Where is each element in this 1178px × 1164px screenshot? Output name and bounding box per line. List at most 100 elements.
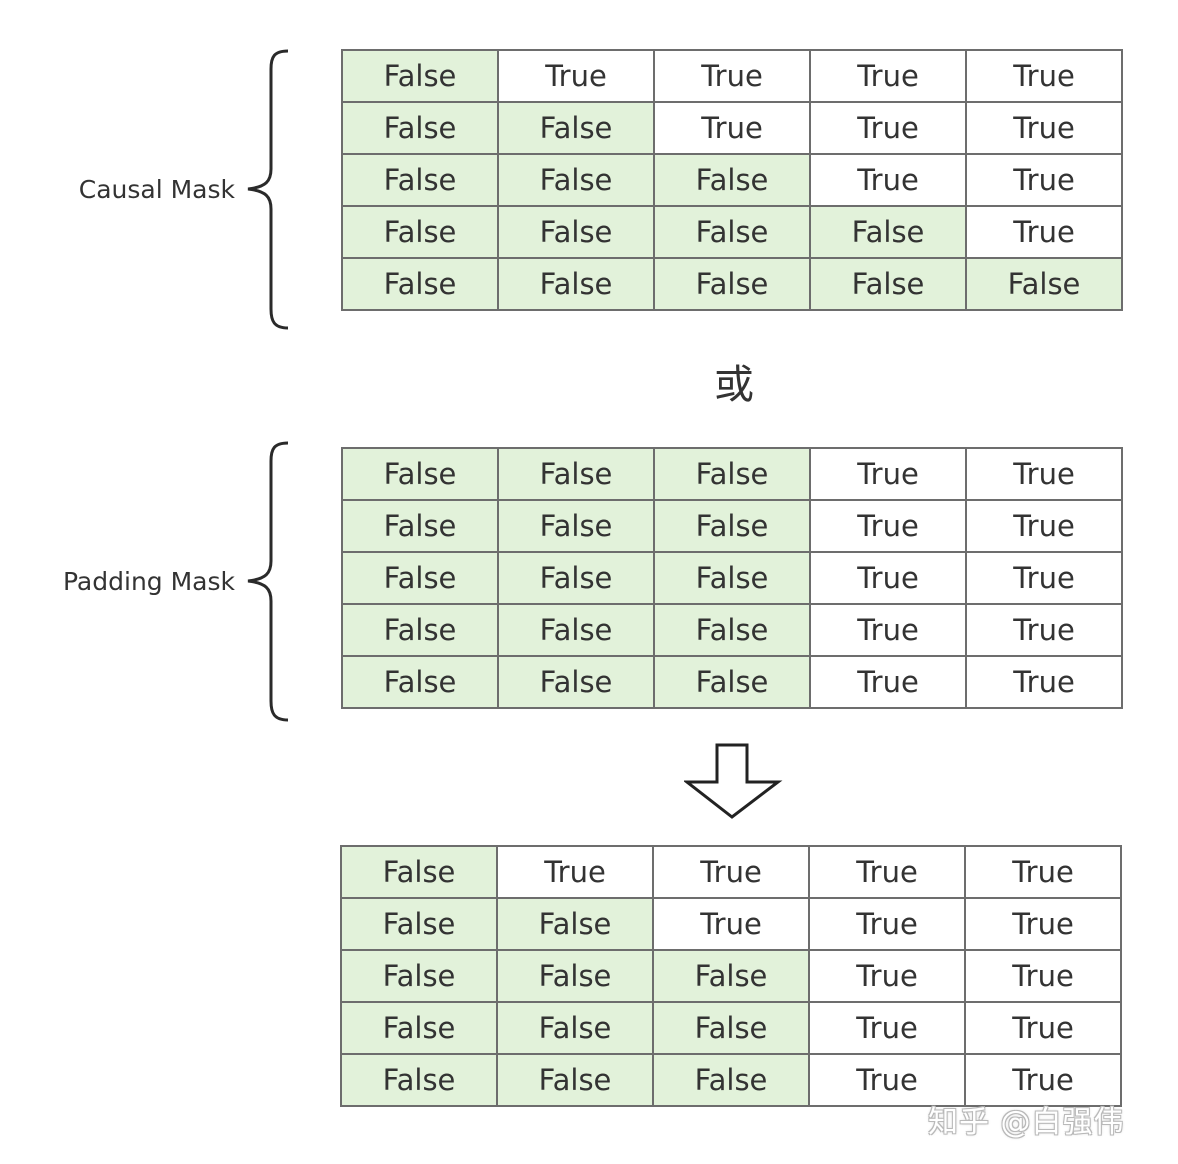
mask-cell: False — [341, 153, 499, 207]
mask-cell: True — [652, 897, 810, 951]
mask-cell: True — [808, 897, 966, 951]
mask-cell: False — [340, 1001, 498, 1055]
mask-cell: False — [496, 1001, 654, 1055]
mask-cell: False — [653, 499, 811, 553]
mask-cell: True — [652, 845, 810, 899]
mask-cell: False — [341, 101, 499, 155]
mask-cell: False — [341, 499, 499, 553]
mask-cell: True — [964, 897, 1122, 951]
padding-mask-label: Padding Mask — [62, 567, 235, 596]
mask-cell: False — [653, 447, 811, 501]
left-curly-brace-icon — [247, 441, 289, 722]
mask-cell: False — [496, 949, 654, 1003]
mask-cell: True — [809, 49, 967, 103]
mask-cell: True — [965, 551, 1123, 605]
mask-cell: False — [653, 153, 811, 207]
mask-cell: False — [496, 1053, 654, 1107]
mask-cell: True — [653, 101, 811, 155]
mask-cell: False — [340, 1053, 498, 1107]
mask-cell: False — [653, 257, 811, 311]
mask-cell: False — [497, 499, 655, 553]
mask-cell: True — [965, 205, 1123, 259]
mask-cell: True — [965, 447, 1123, 501]
mask-cell: True — [965, 499, 1123, 553]
mask-cell: True — [809, 551, 967, 605]
mask-cell: True — [964, 1001, 1122, 1055]
mask-cell: False — [497, 257, 655, 311]
mask-cell: False — [497, 153, 655, 207]
mask-cell: False — [652, 949, 810, 1003]
or-label: 或 — [714, 362, 754, 408]
mask-cell: False — [652, 1053, 810, 1107]
mask-cell: True — [808, 1001, 966, 1055]
mask-cell: True — [964, 1053, 1122, 1107]
mask-cell: False — [653, 603, 811, 657]
mask-cell: True — [497, 49, 655, 103]
mask-cell: True — [808, 845, 966, 899]
mask-cell: False — [497, 655, 655, 709]
mask-cell: True — [809, 101, 967, 155]
mask-cell: False — [340, 845, 498, 899]
mask-cell: True — [809, 447, 967, 501]
mask-cell: False — [497, 101, 655, 155]
mask-cell: False — [965, 257, 1123, 311]
mask-cell: True — [809, 655, 967, 709]
mask-cell: True — [965, 655, 1123, 709]
mask-cell: False — [497, 551, 655, 605]
mask-cell: False — [497, 603, 655, 657]
mask-cell: False — [341, 551, 499, 605]
mask-cell: False — [341, 603, 499, 657]
mask-cell: True — [965, 101, 1123, 155]
left-curly-brace-icon — [247, 49, 289, 330]
mask-cell: False — [341, 205, 499, 259]
mask-cell: False — [340, 897, 498, 951]
mask-cell: True — [964, 845, 1122, 899]
mask-cell: False — [341, 49, 499, 103]
mask-cell: False — [340, 949, 498, 1003]
mask-cell: True — [496, 845, 654, 899]
mask-cell: False — [341, 257, 499, 311]
mask-cell: False — [497, 205, 655, 259]
mask-cell: False — [341, 447, 499, 501]
down-arrow-icon — [684, 743, 783, 819]
mask-cell: True — [965, 603, 1123, 657]
mask-cell: True — [653, 49, 811, 103]
mask-cell: True — [809, 499, 967, 553]
mask-cell: True — [809, 603, 967, 657]
mask-cell: False — [653, 551, 811, 605]
mask-cell: True — [964, 949, 1122, 1003]
mask-cell: False — [652, 1001, 810, 1055]
mask-cell: False — [809, 257, 967, 311]
mask-cell: True — [808, 1053, 966, 1107]
causal-mask-label: Causal Mask — [78, 175, 235, 204]
mask-cell: False — [341, 655, 499, 709]
watermark: 知乎 @白强伟 — [928, 1105, 1125, 1140]
mask-cell: True — [808, 949, 966, 1003]
mask-cell: True — [809, 153, 967, 207]
mask-cell: True — [965, 153, 1123, 207]
mask-cell: False — [653, 655, 811, 709]
mask-cell: False — [496, 897, 654, 951]
mask-cell: False — [497, 447, 655, 501]
mask-cell: False — [809, 205, 967, 259]
mask-cell: False — [653, 205, 811, 259]
mask-cell: True — [965, 49, 1123, 103]
